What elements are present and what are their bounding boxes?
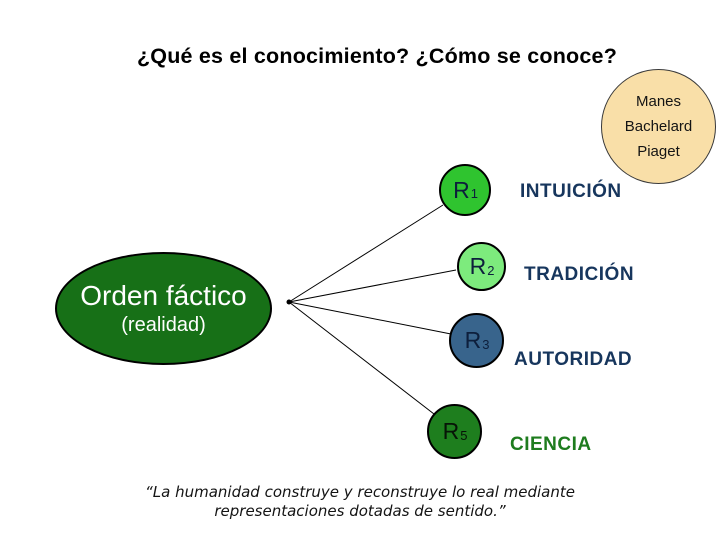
node-symbol: R — [464, 327, 482, 353]
quote-line: “La humanidad construye y reconstruye lo… — [145, 483, 575, 501]
quote-line: representaciones dotadas de sentido.” — [214, 502, 506, 520]
author-name: Bachelard — [624, 118, 693, 135]
source-title: Orden fáctico — [80, 279, 247, 311]
converge-dot — [286, 299, 292, 305]
node-symbol: R — [469, 253, 487, 279]
label-autoridad: AUTORIDAD — [514, 349, 633, 370]
footer-quote: “La humanidad construye y reconstruye lo… — [0, 483, 720, 521]
slide-title: ¿Qué es el conocimiento? ¿Cómo se conoce… — [136, 44, 618, 68]
author-name: Manes — [635, 93, 682, 110]
label-ciencia: CIENCIA — [510, 434, 592, 455]
source-ellipse: Orden fáctico (realidad) — [55, 252, 272, 365]
authors-bubble: Manes Bachelard Piaget — [601, 69, 716, 184]
label-intuicion: INTUICIÓN — [520, 181, 622, 202]
author-name: Piaget — [637, 143, 680, 160]
label-tradicion: TRADICIÓN — [524, 264, 635, 285]
node-symbol: R — [453, 176, 470, 203]
node-symbol: R — [442, 418, 460, 444]
source-subtitle: (realidad) — [121, 313, 206, 336]
